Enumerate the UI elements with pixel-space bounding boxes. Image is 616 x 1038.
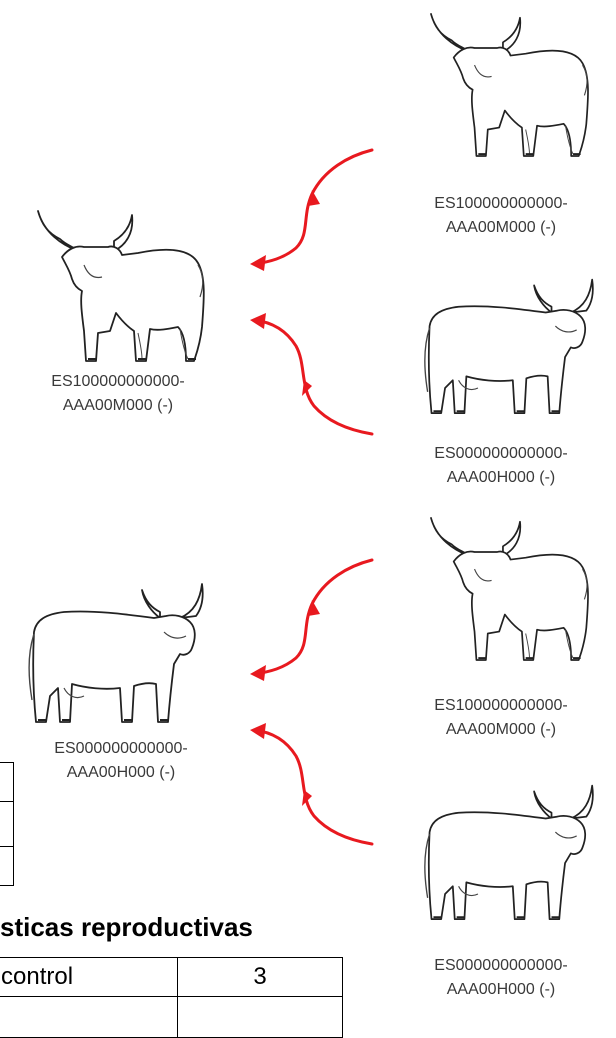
arrow-grandparent-1-icon (250, 148, 374, 271)
arrow-grandparent-4-icon (250, 723, 374, 846)
arrow-grandparent-3-icon (250, 558, 374, 681)
grandparent-2-id: ES000000000000- AAA00H000 (-) (434, 445, 568, 486)
arrow-grandparent-2-icon (250, 313, 374, 436)
info-table-fragment (0, 762, 14, 886)
grandparent-4-id: ES000000000000- AAA00H000 (-) (434, 957, 568, 998)
reproductive-heading: sticas reproductivas (0, 912, 253, 942)
grandparent-1-id: ES100000000000- AAA00M000 (-) (434, 195, 568, 236)
parent-1-bull-icon (18, 205, 208, 365)
parent-1-id: ES100000000000- AAA00M000 (-) (51, 373, 185, 414)
grandparent-3-id: ES100000000000- AAA00M000 (-) (434, 697, 568, 738)
reproductive-table: control 3 (0, 957, 343, 1038)
grandparent-1-bull-icon (412, 8, 592, 160)
grandparent-4-cow-icon (418, 774, 596, 924)
row-value: 3 (177, 957, 343, 997)
table-row: control 3 (0, 957, 343, 997)
parent-2-cow-icon (24, 572, 204, 727)
grandparent-2-cow-icon (418, 268, 596, 418)
parent-2-id: ES000000000000- AAA00H000 (-) (54, 740, 188, 781)
row-label: control (0, 957, 178, 997)
grandparent-3-bull-icon (412, 512, 592, 664)
